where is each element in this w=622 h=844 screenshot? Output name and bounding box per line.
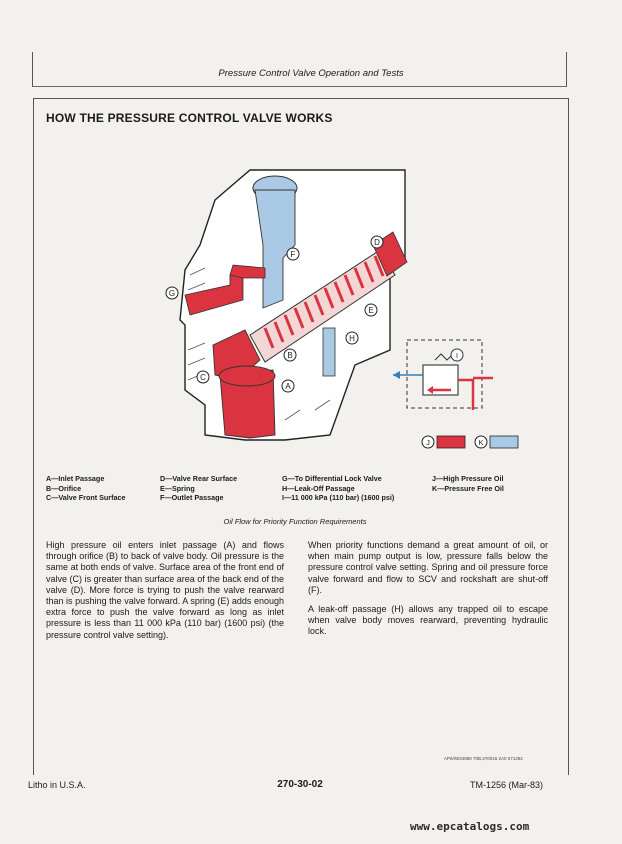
legend-column-2: D—Valve Rear Surface E—Spring F—Outlet P… bbox=[160, 474, 237, 503]
callout-e: E bbox=[364, 303, 378, 317]
svg-text:A: A bbox=[285, 382, 291, 391]
legend-item: J—High Pressure Oil bbox=[432, 474, 504, 483]
leak-off-passage bbox=[322, 327, 336, 377]
svg-text:G: G bbox=[169, 289, 175, 298]
callout-b: B bbox=[283, 348, 297, 362]
callout-h: H bbox=[345, 331, 359, 345]
svg-text:K: K bbox=[478, 438, 483, 447]
figure-code: AP6/IW34980 70B,270016 2A0 071282 bbox=[444, 756, 523, 761]
color-key: J K bbox=[421, 435, 519, 449]
legend-item: H—Leak-Off Passage bbox=[282, 483, 355, 493]
svg-text:B: B bbox=[287, 351, 292, 360]
legend-item: D—Valve Rear Surface bbox=[160, 474, 238, 483]
svg-text:D: D bbox=[374, 238, 380, 247]
svg-text:E: E bbox=[368, 306, 373, 315]
figure-caption: Oil Flow for Priority Function Requireme… bbox=[223, 517, 367, 526]
key-high-pressure: J bbox=[421, 435, 466, 449]
page-number: 270-30-02 bbox=[277, 779, 323, 790]
legend-item: E—Spring bbox=[160, 483, 195, 493]
legend-item: A—Inlet Passage bbox=[46, 474, 105, 483]
svg-text:J: J bbox=[426, 438, 430, 447]
legend-item: C—Valve Front Surface bbox=[46, 493, 126, 502]
valve-cutaway-diagram: A B C D E F G H I J bbox=[165, 169, 519, 449]
legend-item: B—Orifice bbox=[46, 483, 82, 493]
watermark-link[interactable]: www.epcatalogs.com bbox=[410, 820, 530, 833]
callout-c: C bbox=[196, 370, 210, 384]
legend-item: F—Outlet Passage bbox=[160, 493, 224, 502]
header-rule bbox=[32, 86, 567, 87]
legend-column-1: A—Inlet Passage B—Orifice C—Valve Front … bbox=[46, 474, 126, 503]
callout-i: I bbox=[456, 353, 458, 360]
footer-left: Litho in U.S.A. bbox=[28, 780, 86, 790]
footer-right: TM-1256 (Mar-83) bbox=[470, 780, 544, 790]
svg-text:F: F bbox=[291, 250, 296, 259]
legend-item: I—11 000 kPa (110 bar) (1600 psi) bbox=[282, 493, 395, 502]
svg-text:C: C bbox=[200, 373, 206, 382]
paragraph: High pressure oil enters inlet passage (… bbox=[46, 540, 284, 640]
body-right-column: When priority functions demand a great a… bbox=[308, 540, 548, 646]
paragraph: A leak-off passage (H) allows any trappe… bbox=[308, 604, 548, 637]
header-rule-left bbox=[32, 52, 33, 86]
callout-d: D bbox=[370, 235, 384, 249]
header-rule-right bbox=[566, 52, 567, 86]
callout-f: F bbox=[286, 247, 300, 261]
svg-text:H: H bbox=[349, 334, 355, 343]
callout-a: A bbox=[281, 379, 295, 393]
section-title: HOW THE PRESSURE CONTROL VALVE WORKS bbox=[46, 111, 333, 125]
legend-item: K—Pressure Free Oil bbox=[432, 483, 504, 493]
outlet-passage bbox=[254, 189, 296, 309]
legend-column-3: G—To Differential Lock Valve H—Leak-Off … bbox=[282, 474, 394, 503]
legend-item: G—To Differential Lock Valve bbox=[282, 474, 382, 483]
callouts: A B C D E F G H bbox=[165, 235, 384, 393]
hydraulic-schematic: I bbox=[393, 339, 493, 410]
body-left-column: High pressure oil enters inlet passage (… bbox=[46, 540, 284, 649]
paragraph: When priority functions demand a great a… bbox=[308, 540, 548, 595]
spring bbox=[263, 255, 385, 349]
callout-g: G bbox=[165, 286, 179, 300]
legend-column-4: J—High Pressure Oil K—Pressure Free Oil bbox=[432, 474, 504, 493]
running-head: Pressure Control Valve Operation and Tes… bbox=[218, 68, 404, 79]
content-frame bbox=[33, 98, 569, 775]
key-pressure-free: K bbox=[474, 435, 519, 449]
